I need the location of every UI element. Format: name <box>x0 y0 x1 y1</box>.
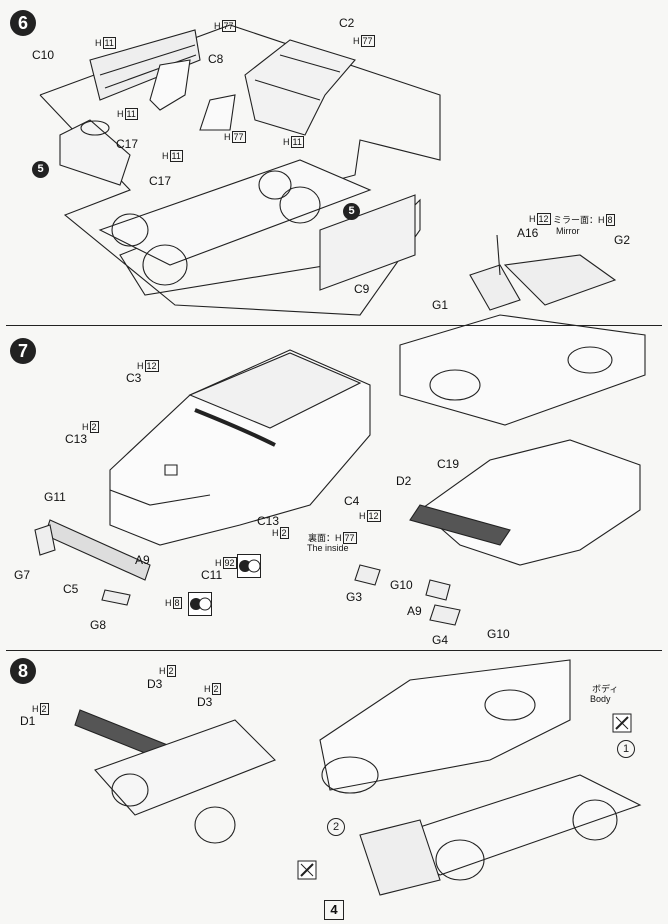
part-label-g10: G10 <box>487 627 510 641</box>
inside-label-en: The inside <box>307 543 349 553</box>
part-label-c11: C11 <box>201 568 223 582</box>
part-label-a9: A9 <box>407 604 422 618</box>
part-label-c10: C10 <box>32 48 55 62</box>
color-swatch-h92 <box>237 554 261 578</box>
body-label-en: Body <box>590 694 611 704</box>
reference-step-5-marker: 5 <box>343 203 360 220</box>
step-6-badge: 6 <box>10 10 36 36</box>
step-8-badge: 8 <box>10 658 36 684</box>
part-label-d3: D3 <box>197 695 213 709</box>
part-label-c2: C2 <box>339 16 355 30</box>
part-label-c13: C13 <box>257 514 280 528</box>
part-label-c5: C5 <box>63 582 79 596</box>
part-label-d1: D1 <box>20 714 36 728</box>
part-label-c17: C17 <box>149 174 172 188</box>
glue-icon <box>297 860 317 880</box>
mirror-label-en: Mirror <box>556 226 580 236</box>
step-7-badge: 7 <box>10 338 36 364</box>
reference-step-5-marker: 5 <box>32 161 49 178</box>
assembly-order-1: 1 <box>617 740 635 758</box>
part-label-a16: A16 <box>517 226 539 240</box>
part-label-c4: C4 <box>344 494 360 508</box>
part-label-g11: G11 <box>44 490 66 504</box>
part-label-g8: G8 <box>90 618 107 632</box>
glue-icon <box>612 713 632 733</box>
part-label-c13: C13 <box>65 432 88 446</box>
part-label-c8: C8 <box>208 52 224 66</box>
body-label-jp: ボディ <box>592 684 619 694</box>
part-label-g3: G3 <box>346 590 363 604</box>
part-label-c17: C17 <box>116 137 139 151</box>
part-label-c9: C9 <box>354 282 370 296</box>
part-label-g1: G1 <box>432 298 449 312</box>
part-label-g10: G10 <box>390 578 413 592</box>
section-divider-6-7 <box>6 325 662 326</box>
part-label-d2: D2 <box>396 474 412 488</box>
color-swatch-h8 <box>188 592 212 616</box>
part-label-c3: C3 <box>126 371 142 385</box>
part-label-c19: C19 <box>437 457 460 471</box>
part-label-d3: D3 <box>147 677 163 691</box>
section-divider-7-8 <box>6 650 662 651</box>
part-label-g7: G7 <box>14 568 31 582</box>
part-label-a9: A9 <box>135 553 150 567</box>
page-number: 4 <box>324 900 344 920</box>
assembly-order-2: 2 <box>327 818 345 836</box>
part-label-g4: G4 <box>432 633 449 647</box>
part-label-g2: G2 <box>614 233 631 247</box>
